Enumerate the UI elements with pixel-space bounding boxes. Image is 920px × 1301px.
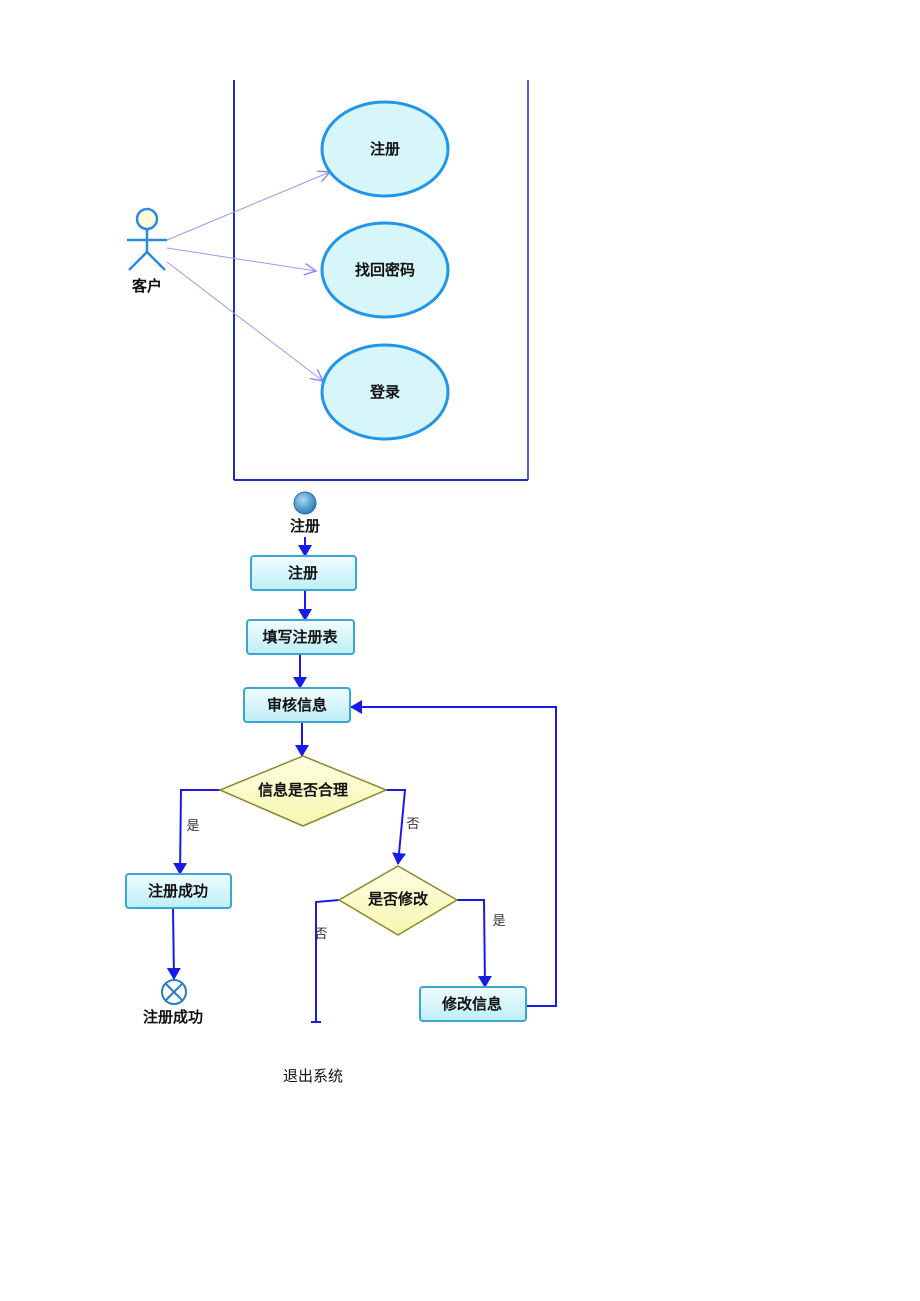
exit-system-text: 退出系统 bbox=[283, 1067, 344, 1085]
usecase-label: 登录 bbox=[369, 383, 400, 401]
action-success: 注册成功 bbox=[125, 873, 232, 909]
association-lines bbox=[166, 172, 330, 381]
decision-modify: 是否修改 bbox=[337, 865, 459, 936]
decision-reasonable: 信息是否合理 bbox=[218, 755, 388, 827]
actor-label: 客户 bbox=[131, 277, 162, 295]
flow-arrows bbox=[166, 537, 557, 1023]
usecase-register: 注册 bbox=[320, 100, 450, 198]
action-label: 填写注册表 bbox=[262, 628, 338, 646]
actor-customer: 客户 bbox=[127, 207, 167, 295]
decision-label: 是否修改 bbox=[367, 890, 429, 908]
usecase-login: 登录 bbox=[320, 343, 450, 441]
action-review: 审核信息 bbox=[243, 687, 351, 723]
action-label: 审核信息 bbox=[267, 696, 327, 714]
action-modify: 修改信息 bbox=[419, 986, 527, 1022]
action-label: 注册成功 bbox=[148, 882, 208, 900]
start-node: 注册 bbox=[290, 491, 320, 535]
guard-yes-right: 是 bbox=[492, 914, 505, 929]
action-fill-form: 填写注册表 bbox=[246, 619, 355, 655]
start-label: 注册 bbox=[290, 517, 320, 535]
guard-yes-left: 是 bbox=[186, 819, 199, 834]
system-boundary bbox=[233, 80, 529, 481]
action-label: 注册 bbox=[288, 564, 318, 582]
action-register: 注册 bbox=[250, 555, 357, 591]
usecase-label: 找回密码 bbox=[355, 261, 415, 279]
end-label: 注册成功 bbox=[143, 1008, 203, 1026]
usecase-recover-password: 找回密码 bbox=[320, 221, 450, 319]
action-label: 修改信息 bbox=[441, 995, 502, 1013]
usecase-label: 注册 bbox=[370, 140, 400, 158]
guard-no-left: 否 bbox=[314, 927, 327, 942]
decision-label: 信息是否合理 bbox=[258, 781, 348, 799]
guard-no-right: 否 bbox=[406, 817, 419, 832]
end-node: 注册成功 bbox=[143, 979, 203, 1026]
